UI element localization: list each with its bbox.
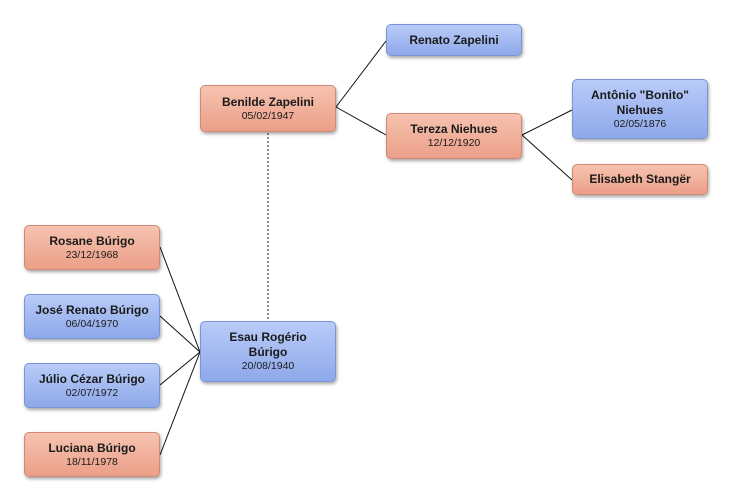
- person-node-elisabeth[interactable]: Elisabeth Stangër: [572, 164, 708, 195]
- person-date: 05/02/1947: [241, 109, 295, 122]
- person-node-antonio[interactable]: Antônio "Bonito" Niehues 02/05/1876: [572, 79, 708, 139]
- person-node-renato[interactable]: Renato Zapelini: [386, 24, 522, 56]
- person-date: 23/12/1968: [65, 248, 119, 261]
- person-name: Luciana Búrigo: [48, 440, 136, 455]
- person-date: 18/11/1978: [66, 455, 118, 468]
- person-name: Tereza Niehues: [410, 122, 498, 136]
- person-node-rosane[interactable]: Rosane Búrigo 23/12/1968: [24, 225, 160, 270]
- person-name: Elisabeth Stangër: [589, 172, 691, 186]
- person-node-benilde[interactable]: Benilde Zapelini 05/02/1947: [200, 85, 336, 132]
- link-esau-luciana: [159, 351, 201, 456]
- link-tereza-antonio: [521, 109, 573, 136]
- person-node-luciana[interactable]: Luciana Búrigo 18/11/1978: [24, 432, 160, 477]
- person-name: Júlio Cézar Búrigo: [38, 371, 145, 386]
- person-date: 12/12/1920: [427, 137, 481, 149]
- link-benilde-renato: [335, 40, 387, 108]
- person-name: Benilde Zapelini: [221, 94, 314, 109]
- person-date: 06/04/1970: [65, 317, 119, 330]
- person-node-tereza[interactable]: Tereza Niehues 12/12/1920: [386, 113, 522, 159]
- person-name: Esau Rogério Búrigo: [229, 330, 307, 359]
- person-date: 20/08/1940: [241, 360, 295, 372]
- person-node-julio[interactable]: Júlio Cézar Búrigo 02/07/1972: [24, 363, 160, 408]
- person-name: Antônio "Bonito" Niehues: [590, 87, 689, 117]
- person-name: Rosane Búrigo: [49, 233, 135, 248]
- person-name: José Renato Búrigo: [35, 302, 149, 317]
- link-esau-rosane: [159, 246, 201, 353]
- person-name: Renato Zapelini: [409, 32, 499, 47]
- link-benilde-tereza: [335, 106, 387, 136]
- person-date: 02/07/1972: [65, 386, 119, 399]
- link-esau-jose: [159, 315, 201, 353]
- person-date: 02/05/1876: [613, 117, 667, 130]
- link-tereza-elisabeth: [521, 134, 573, 181]
- person-node-esau[interactable]: Esau Rogério Búrigo 20/08/1940: [200, 321, 336, 382]
- link-esau-julio: [159, 351, 201, 386]
- person-node-jose[interactable]: José Renato Búrigo 06/04/1970: [24, 294, 160, 339]
